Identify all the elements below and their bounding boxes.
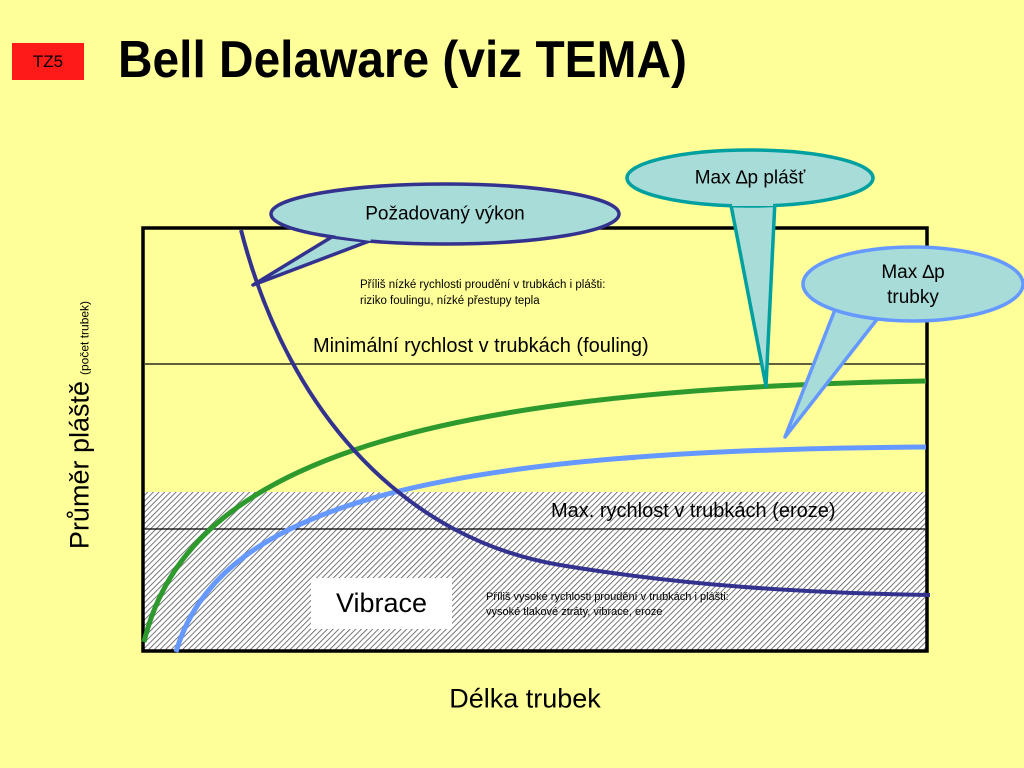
- low-velocity-note-line1: Příliš nízké rychlosti proudění v trubká…: [360, 279, 606, 291]
- shell-dp-callout: [728, 198, 777, 388]
- high-velocity-note-line1: Příliš vysoké rychlosti proudění v trubk…: [486, 591, 729, 603]
- high-velocity-note: Příliš vysoké rychlosti proudění v trubk…: [486, 590, 729, 620]
- max-velocity-label: Max. rychlost v trubkách (eroze): [551, 500, 836, 522]
- high-velocity-note-line2: vysoké tlakové ztráty, vibrace, eroze: [486, 606, 663, 618]
- shell-dp-text: Max ∆p plášť: [694, 167, 806, 189]
- tube-dp-text: Max ∆p trubky: [881, 260, 944, 310]
- low-velocity-note: Příliš nízké rychlosti proudění v trubká…: [360, 277, 605, 309]
- low-velocity-note-line2: riziko foulingu, nízké přestupy tepla: [360, 295, 540, 307]
- vibration-erosion-zone: [144, 492, 926, 650]
- tube-dp-curve: [173, 444, 927, 653]
- x-axis-label: Délka trubek: [449, 683, 601, 714]
- vibration-label: Vibrace: [311, 578, 452, 629]
- tube-dp-text-line1: Max ∆p: [881, 262, 945, 283]
- y-axis-label-main: Průměr pláště: [64, 380, 95, 550]
- tube-dp-text-line2: trubky: [887, 287, 939, 308]
- y-axis-label: Průměr pláště (počet trubek): [65, 301, 96, 549]
- tube-dp-callout: [783, 300, 884, 439]
- y-axis-label-note: (počet trubek): [77, 300, 92, 375]
- slide-title: Bell Delaware (viz TEMA): [118, 31, 687, 89]
- required-duty-callout: [251, 233, 374, 287]
- slide-tag: TZ5: [12, 43, 84, 80]
- min-velocity-label: Minimální rychlost v trubkách (fouling): [313, 335, 649, 357]
- required-duty-text: Požadovaný výkon: [365, 203, 525, 225]
- required-duty-curve: [239, 229, 931, 597]
